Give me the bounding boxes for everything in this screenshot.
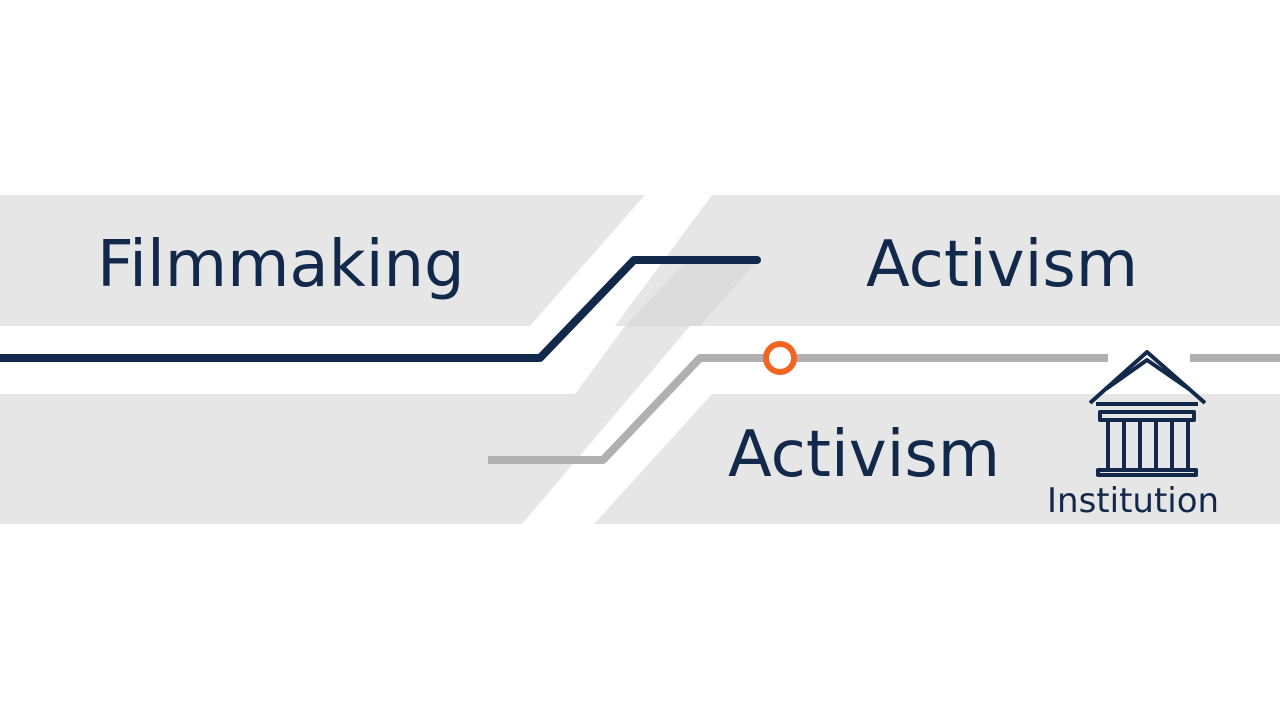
- filmmaking-label: Filmmaking: [97, 228, 465, 302]
- band-crossing-shadow: [625, 258, 760, 326]
- band-top-left: [0, 195, 645, 326]
- activism-top-label: Activism: [866, 228, 1138, 302]
- navy-line: [0, 256, 761, 362]
- band-bottom-left: [0, 326, 690, 524]
- band-top-right: [615, 195, 1280, 326]
- institution-label: Institution: [1047, 481, 1219, 521]
- building-columns-icon: [1088, 350, 1207, 477]
- secondary-track: [488, 354, 1280, 464]
- activism-bottom-label: Activism: [728, 418, 1000, 492]
- gray-line-main: [488, 354, 1108, 464]
- circle-marker-icon: [763, 341, 797, 375]
